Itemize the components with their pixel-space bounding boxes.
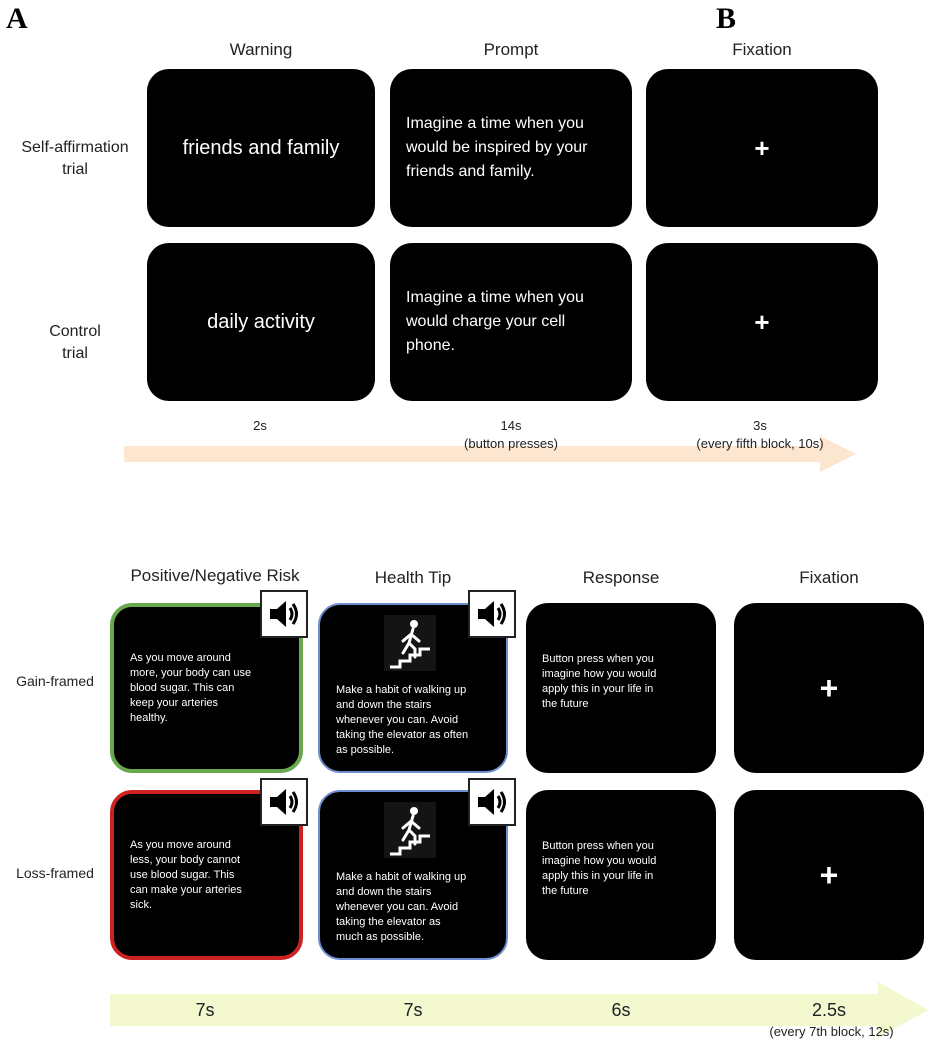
panel-a-label: A <box>6 2 28 35</box>
row-label-self-affirmation: Self-affirmation trial <box>21 139 129 178</box>
speaker-icon <box>468 590 516 638</box>
stairs-walker-icon <box>384 802 436 858</box>
response-card-gain: Button press when you imagine how you wo… <box>526 603 716 773</box>
col-header-fixation-b: Fixation <box>799 568 859 587</box>
prompt-card-control: Imagine a time when you would charge you… <box>390 243 632 401</box>
speaker-icon <box>260 778 308 826</box>
row-label-control: Control trial <box>49 323 101 362</box>
duration-prompt-note: (button presses) <box>464 436 558 451</box>
warning-card-self-affirmation: friends and family <box>147 69 375 227</box>
duration-fixation-b: 2.5s <box>811 1000 847 1020</box>
health-tip-text: Make a habit of walking up and down the … <box>336 871 467 943</box>
duration-warning: 2s <box>253 418 267 433</box>
duration-response: 6s <box>611 1000 631 1020</box>
warning-text: daily activity <box>207 310 315 333</box>
fixation-card-control: + <box>646 243 878 401</box>
timeline-arrow-b <box>110 982 928 1038</box>
row-label-loss-framed: Loss-framed <box>16 865 94 881</box>
col-header-warning: Warning <box>229 40 293 59</box>
row-label-gain-framed: Gain-framed <box>16 673 94 689</box>
col-header-risk: Positive/Negative Risk <box>130 566 300 585</box>
warning-text: friends and family <box>182 136 340 159</box>
col-header-health-tip: Health Tip <box>374 568 452 587</box>
risk-text: As you move around less, your body canno… <box>130 838 242 911</box>
fixation-card-self-affirmation: + <box>646 69 878 227</box>
duration-fixation-b-note: (every 7th block, 12s) <box>769 1024 894 1039</box>
panel-b-label: B <box>716 2 737 35</box>
response-text: Button press when you imagine how you wo… <box>542 840 657 897</box>
prompt-text: Imagine a time when you would be inspire… <box>406 115 588 180</box>
health-tip-text: Make a habit of walking up and down the … <box>336 684 469 756</box>
fixation-card-gain: + <box>734 603 924 773</box>
stairs-walker-icon <box>384 615 436 671</box>
risk-text: As you move around more, your body can u… <box>130 651 252 724</box>
duration-prompt: 14s <box>500 418 522 433</box>
fixation-cross-icon: + <box>819 856 839 893</box>
speaker-icon <box>468 778 516 826</box>
prompt-text: Imagine a time when you would charge you… <box>406 289 584 354</box>
fixation-cross-icon: + <box>819 669 839 706</box>
col-header-fixation: Fixation <box>732 40 792 59</box>
response-text: Button press when you imagine how you wo… <box>542 653 657 710</box>
timeline-arrow-a <box>124 436 856 472</box>
col-header-prompt: Prompt <box>483 40 539 59</box>
warning-card-control: daily activity <box>147 243 375 401</box>
fixation-card-loss: + <box>734 790 924 960</box>
prompt-card-self-affirmation: Imagine a time when you would be inspire… <box>390 69 632 227</box>
duration-fixation-note: (every fifth block, 10s) <box>696 436 824 451</box>
duration-risk: 7s <box>195 1000 215 1020</box>
duration-fixation: 3s <box>753 418 767 433</box>
col-header-response: Response <box>582 568 660 587</box>
speaker-icon <box>260 590 308 638</box>
response-card-loss: Button press when you imagine how you wo… <box>526 790 716 960</box>
fixation-cross-icon: + <box>754 306 770 337</box>
duration-health-tip: 7s <box>403 1000 423 1020</box>
fixation-cross-icon: + <box>754 132 770 163</box>
